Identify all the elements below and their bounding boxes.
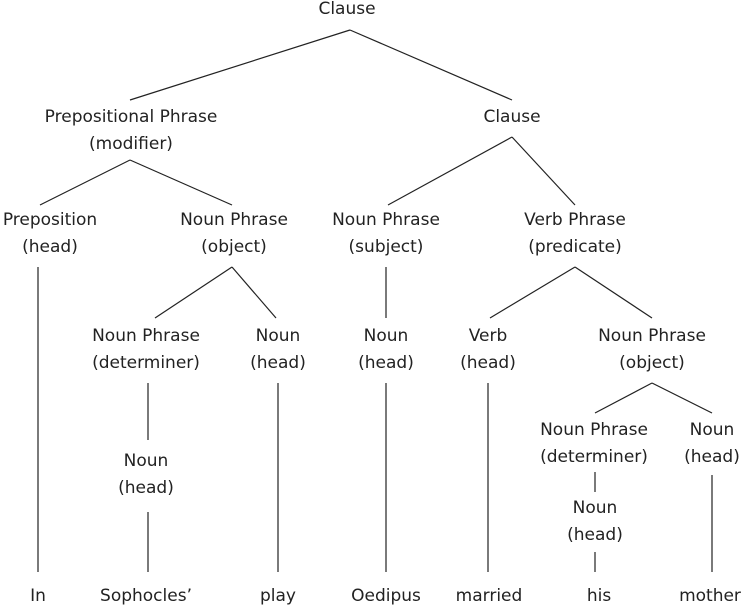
node-clause-root: Clause <box>318 0 375 23</box>
node-role: (head) <box>22 237 78 257</box>
node-noun-head-mother: Noun (head) <box>684 417 740 471</box>
node-label: Noun Phrase <box>540 420 648 440</box>
node-role: (determiner) <box>540 447 648 467</box>
node-label: Prepositional Phrase <box>44 107 218 127</box>
node-label: Noun Phrase <box>92 326 200 346</box>
edge-clause-to-vp <box>511 136 576 206</box>
edge-vp-to-verb <box>489 266 576 319</box>
node-role: (head) <box>567 525 623 545</box>
node-label: Clause <box>318 0 376 19</box>
word-mother: mother <box>679 586 741 606</box>
node-noun-head-play: Noun (head) <box>250 323 306 377</box>
node-label: Noun <box>363 326 409 346</box>
word-married: married <box>455 586 523 606</box>
node-label: Noun <box>572 498 618 518</box>
node-role: (head) <box>684 447 740 467</box>
edge-pp-to-np-object <box>129 159 233 206</box>
node-role: (predicate) <box>528 237 622 257</box>
node-role: (determiner) <box>92 353 200 373</box>
edge-np-object-right-to-det <box>594 382 653 414</box>
node-verb-phrase: Verb Phrase (predicate) <box>524 207 626 261</box>
node-label: Verb <box>468 326 508 346</box>
node-label: Noun Phrase <box>180 210 288 230</box>
edge-pp-to-prep <box>39 159 131 206</box>
node-noun-phrase-object: Noun Phrase (object) <box>180 207 288 261</box>
word-his: his <box>586 586 612 606</box>
node-label: Preposition <box>2 210 98 230</box>
node-preposition: Preposition (head) <box>3 207 97 261</box>
node-noun-phrase-subject: Noun Phrase (subject) <box>332 207 440 261</box>
word-play: play <box>260 586 296 606</box>
node-role: (subject) <box>348 237 424 257</box>
node-role: (head) <box>460 353 516 373</box>
node-noun-phrase-object-right: Noun Phrase (object) <box>598 323 706 377</box>
node-verb-head: Verb (head) <box>460 323 516 377</box>
node-label: Noun <box>689 420 735 440</box>
node-role: (head) <box>358 353 414 373</box>
node-noun-phrase-determiner-right: Noun Phrase (determiner) <box>540 417 648 471</box>
node-role: (head) <box>118 478 174 498</box>
edge-root-to-pp <box>129 29 351 101</box>
node-role: (object) <box>201 237 267 257</box>
node-role: (modifier) <box>89 134 173 154</box>
node-label: Noun <box>123 451 169 471</box>
edge-np-object-to-noun <box>231 266 277 319</box>
node-role: (head) <box>250 353 306 373</box>
edge-root-to-clause <box>349 29 513 101</box>
node-label: Noun Phrase <box>332 210 440 230</box>
word-sophocles: Sophocles’ <box>100 586 192 606</box>
node-noun-head-his: Noun (head) <box>567 495 623 549</box>
node-role: (object) <box>619 353 685 373</box>
node-noun-head-sophocles: Noun (head) <box>118 448 174 502</box>
node-prepositional-phrase: Prepositional Phrase (modifier) <box>45 104 218 158</box>
node-noun-head-oedipus: Noun (head) <box>358 323 414 377</box>
edge-np-object-to-det <box>154 266 233 319</box>
node-label: Noun <box>255 326 301 346</box>
word-oedipus: Oedipus <box>351 586 421 606</box>
word-in: In <box>30 586 46 606</box>
node-noun-phrase-determiner-left: Noun Phrase (determiner) <box>92 323 200 377</box>
edge-clause-to-np-subject <box>387 136 513 206</box>
node-clause-inner: Clause <box>483 104 540 131</box>
edge-vp-to-np-object-right <box>574 266 653 319</box>
node-label: Clause <box>483 107 541 127</box>
node-label: Verb Phrase <box>524 210 626 230</box>
edge-np-object-right-to-noun <box>651 382 713 414</box>
node-label: Noun Phrase <box>598 326 706 346</box>
